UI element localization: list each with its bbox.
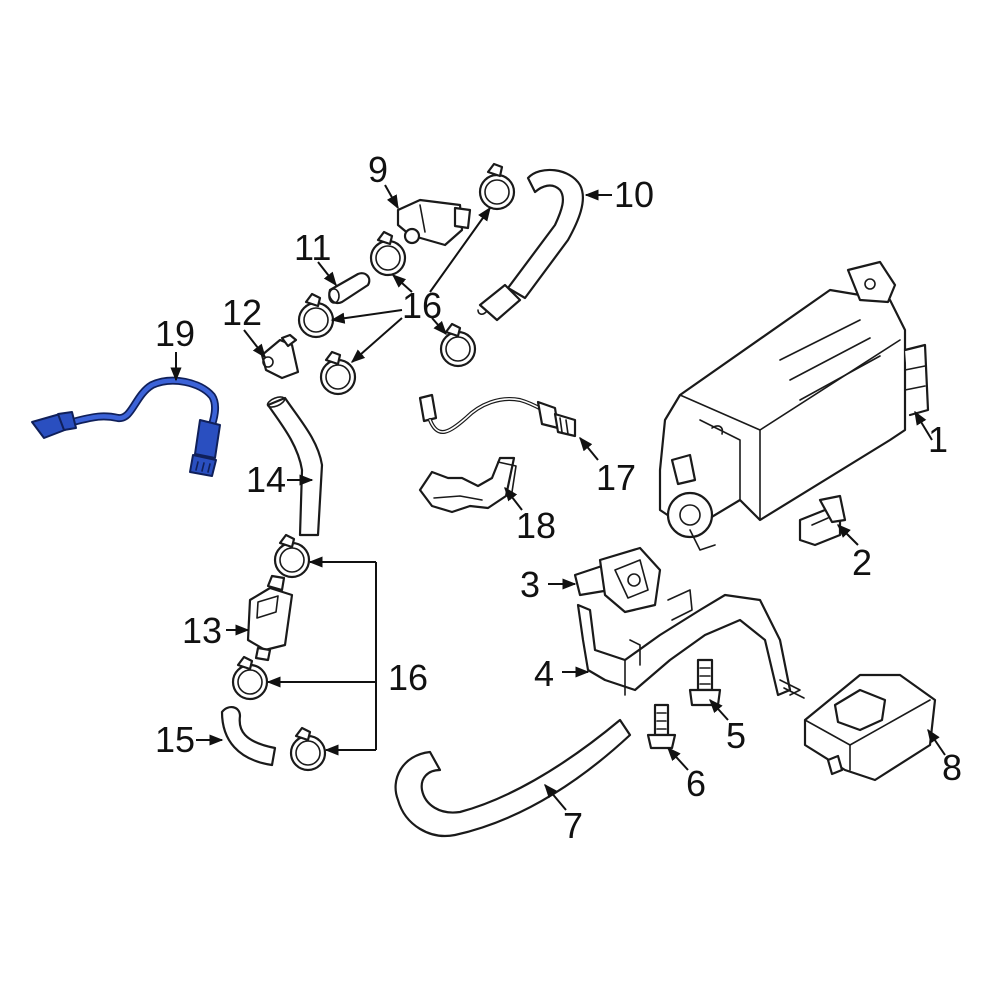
part-12-fitting	[260, 333, 300, 380]
callout-10: 10	[614, 174, 654, 215]
callout-15: 15	[155, 719, 195, 760]
part-19-oxygen-sensor-highlighted	[31, 376, 221, 477]
part-6-bolt	[646, 703, 677, 750]
callout-labels: 1 2 3 4 5 6 7 8 9 10 11 12 13 14 15 16 1…	[155, 149, 962, 846]
part-11-hose	[328, 272, 371, 305]
callout-9: 9	[368, 149, 388, 190]
part-14-hose	[266, 396, 324, 537]
part-17-oxygen-sensor	[418, 393, 577, 438]
part-3-purge-valve	[573, 546, 662, 614]
callout-12: 12	[222, 292, 262, 333]
callout-1: 1	[928, 419, 948, 460]
clamp-5	[439, 322, 477, 368]
part-13-filter	[246, 574, 294, 662]
part-1-evap-canister	[658, 260, 930, 551]
callout-4: 4	[534, 653, 554, 694]
callout-16-lower: 16	[388, 657, 428, 698]
part-18-bracket	[418, 456, 517, 514]
part-4-bracket	[576, 589, 805, 699]
callout-11: 11	[294, 227, 331, 268]
leader-lines	[170, 184, 946, 811]
clamp-2	[369, 230, 407, 277]
callout-5: 5	[726, 715, 746, 756]
part-10-hose	[477, 168, 585, 322]
callout-13: 13	[182, 610, 222, 651]
clamp-8	[289, 726, 327, 772]
callout-7: 7	[563, 805, 583, 846]
part-8-filter	[803, 673, 937, 782]
callout-18: 18	[516, 505, 556, 546]
part-2-valve	[798, 494, 847, 547]
callout-14: 14	[246, 459, 286, 500]
callout-17: 17	[596, 457, 636, 498]
part-9-sensor	[396, 198, 472, 247]
clamp-3	[297, 292, 335, 339]
callout-19: 19	[155, 313, 195, 354]
clamp-7	[231, 655, 269, 701]
callout-2: 2	[852, 542, 872, 583]
callout-6: 6	[686, 763, 706, 804]
part-5-bolt	[688, 658, 722, 707]
callout-8: 8	[942, 747, 962, 788]
part-16-clamps	[231, 162, 516, 772]
clamp-4	[319, 350, 357, 396]
callout-3: 3	[520, 564, 540, 605]
clamp-1	[478, 162, 516, 211]
part-7-hose	[394, 718, 632, 838]
callout-16-upper: 16	[402, 285, 442, 326]
part-15-hose	[220, 706, 277, 767]
clamp-6	[273, 533, 311, 579]
